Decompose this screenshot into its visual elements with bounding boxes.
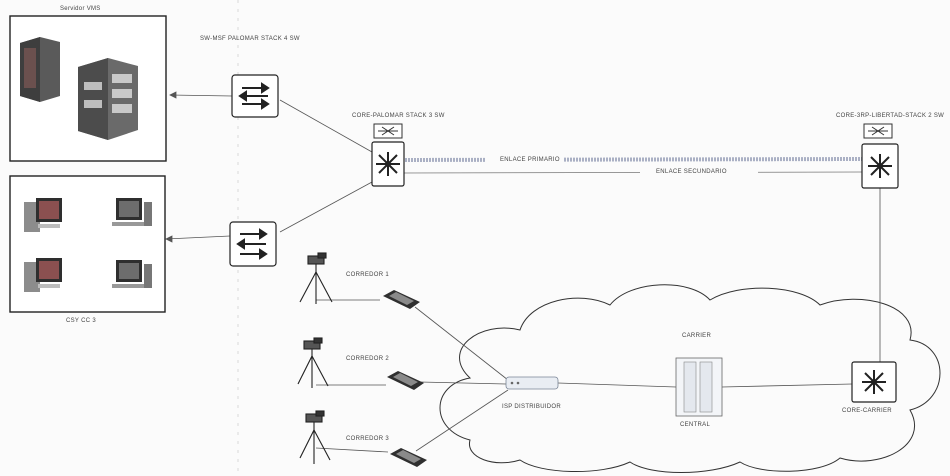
workstation-icons — [24, 198, 152, 292]
distributor-label: ISP DISTRIBUIDOR — [502, 404, 562, 410]
link-corridor2 — [419, 381, 507, 385]
link-corridor1 — [414, 306, 509, 381]
camera-tripod-2 — [297, 337, 329, 388]
distributor-icon — [505, 376, 559, 390]
carrier-label: CARRIER — [682, 333, 712, 339]
carrier-cloud — [439, 284, 941, 473]
workstations-label: CSY CC 3 — [66, 318, 96, 324]
central-icon — [675, 357, 723, 417]
switch-icon-bottom — [229, 221, 277, 267]
camera-tripod-1 — [299, 252, 333, 304]
link-tripod3 — [315, 447, 389, 453]
switch-top-label: SW-MSF PALOMAR STACK 4 SW — [200, 36, 300, 42]
corridor-3-label: CORREDOR 3 — [346, 436, 390, 442]
radio-device-1 — [383, 290, 420, 309]
switch-icon-top — [231, 74, 279, 118]
connections — [165, 91, 881, 453]
primary-label-bg — [486, 156, 564, 165]
radio-device-2 — [387, 371, 424, 390]
primary-link-line — [401, 157, 863, 162]
camera-tripod-3 — [299, 410, 331, 464]
secondary-link-label: ENLACE SECUNDARIO — [656, 169, 727, 175]
arrowhead — [165, 235, 173, 243]
core-palomar-label: CORE-PALOMAR STACK 3 SW — [352, 113, 445, 119]
secondary-link-line — [401, 171, 863, 174]
servers-label: Servidor VMS — [60, 6, 101, 12]
link-switch1-core — [279, 99, 373, 153]
corridor-1-label: CORREDOR 1 — [346, 272, 390, 278]
server-icon — [20, 37, 138, 140]
core-libertad-label: CORE-3RP-LIBERTAD-STACK 2 SW — [836, 113, 945, 119]
central-label: CENTRAL — [680, 422, 711, 428]
core-carrier-label: CORE-CARRIER — [842, 408, 892, 414]
core-libertad-icon — [861, 123, 899, 189]
core-carrier-icon — [851, 361, 897, 403]
core-palomar-icon — [371, 123, 405, 187]
link-servers-switch — [169, 94, 233, 97]
corridor-2-label: CORREDOR 2 — [346, 356, 390, 362]
link-workstations-switch — [165, 235, 231, 240]
link-distributor-central — [557, 382, 677, 388]
primary-link-label: ENLACE PRIMARIO — [500, 157, 560, 163]
link-central-corecarrier — [721, 383, 853, 388]
arrowhead — [169, 91, 177, 99]
radio-device-3 — [390, 448, 427, 467]
link-corridor3 — [415, 389, 509, 452]
link-switch2-core — [279, 181, 373, 233]
secondary-label-bg — [640, 168, 758, 177]
